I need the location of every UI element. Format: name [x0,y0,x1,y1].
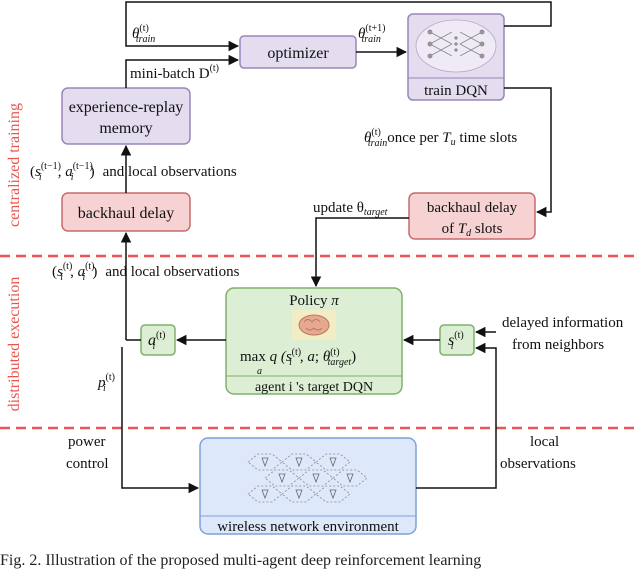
environment-box: wireless network environment [199,437,417,535]
state-label: s(t)i [448,330,464,352]
label-theta-once-per: θ(t)trainonce per Tu time slots [364,127,517,149]
state-box: s(t)i [439,324,475,356]
policy-formula-sub: a [257,366,262,377]
arrow-train-to-backhaul-td [504,87,552,218]
backhaul-td-line2: of Td slots [442,221,503,239]
optimizer-box: optimizer [239,35,357,69]
environment-label: wireless network environment [217,519,399,535]
label-minibatch: mini-batch D(t) [130,63,219,82]
neural-network-icon [415,19,497,73]
policy-formula: max q (s(t)i, a; θ(t)target) [240,347,356,368]
label-prev-obs: (s(t−1)i, a(t−1)i)and local observations [30,161,237,183]
label-power-line2: control [66,456,109,472]
tower-icons [261,457,354,500]
label-local-obs-1: local [530,434,559,450]
train-dqn-box: train DQN [407,13,505,101]
arrow-train-to-optimizer [125,1,552,52]
agent-caption: agent i 's target DQN [255,380,373,395]
brain-icon [292,310,336,340]
backhaul-delay-td-box: backhaul delay of Td slots [408,192,536,240]
backhaul-delay-box: backhaul delay [61,192,191,232]
policy-title: Policy π [289,293,339,309]
label-theta-train-next: θ(t+1)train [358,23,385,45]
label-delayed-info-1: delayed information [502,315,624,331]
arrow-local-observations [416,342,497,489]
label-power-line1: power [68,434,106,450]
replay-label-line2: memory [99,120,152,137]
label-local-obs-2: observations [500,456,576,472]
optimizer-label: optimizer [267,45,329,62]
section-label-training: centralized training [6,103,23,227]
label-power-symbol: p(t)i [97,372,115,394]
label-theta-train: θ(t)train [132,23,155,45]
action-box: a(t)i [140,324,176,356]
agent-target-dqn-box: Policy π max q (s(t)i, a; θ(t)target) a … [225,287,403,395]
action-label: a(t)i [148,330,165,352]
arrow-power-control [121,347,200,494]
cellular-grid-icon [247,453,368,503]
replay-memory-box: experience-replay memory [61,87,191,145]
backhaul-delay-label: backhaul delay [78,205,174,222]
section-label-execution: distributed execution [6,277,23,412]
label-delayed-info-2: from neighbors [512,337,604,353]
replay-label-line1: experience-replay [69,99,184,116]
train-dqn-label: train DQN [424,83,488,99]
arrow-replay-to-optimizer [125,54,240,88]
label-curr-obs: (s(t)i, a(t)i)and local observations [52,261,240,283]
backhaul-td-line1: backhaul delay [427,200,518,216]
arrow-backhaul-td-to-agent [310,217,409,288]
figure-caption: Fig. 2. Illustration of the proposed mul… [0,552,482,569]
label-update-target: update θtarget [313,200,388,218]
